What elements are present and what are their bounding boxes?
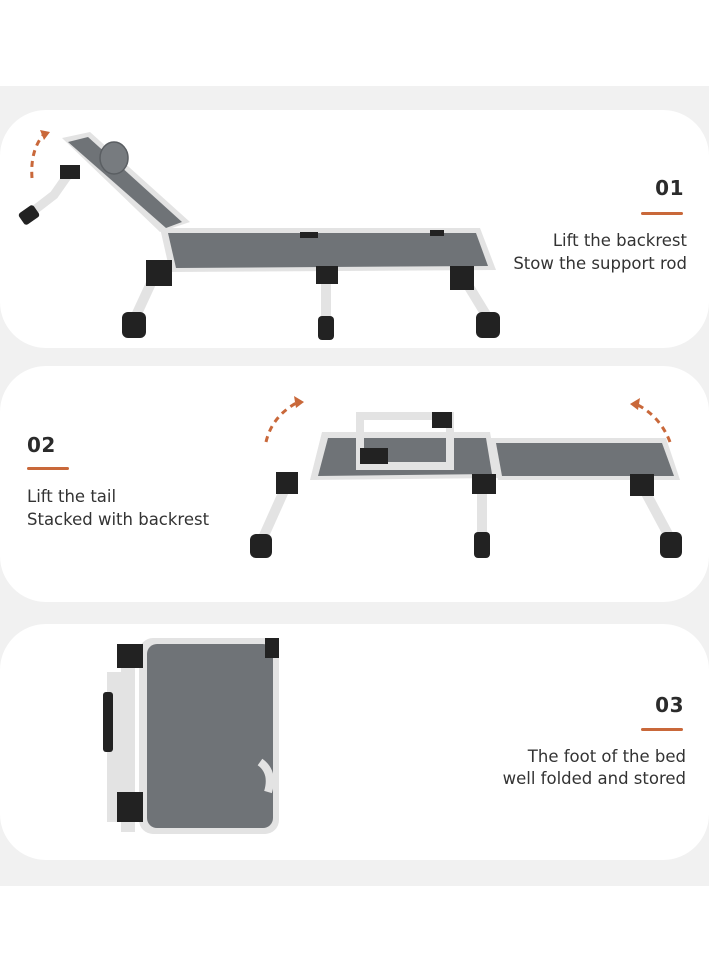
lift-arrow-left-icon bbox=[264, 400, 299, 443]
step-2-caption-line2: Stacked with backrest bbox=[27, 510, 210, 529]
step-3-accent-bar bbox=[641, 728, 683, 731]
step-3-number: 03 bbox=[655, 693, 684, 717]
lift-arrow-icon bbox=[30, 133, 46, 179]
step-2-number: 02 bbox=[27, 433, 56, 457]
step-3-caption-line1: The foot of the bed bbox=[527, 747, 686, 766]
step-2-accent-bar bbox=[27, 467, 69, 470]
step-1-caption-line2: Stow the support rod bbox=[513, 254, 687, 273]
step-2-card bbox=[0, 366, 709, 602]
step-1-accent-bar bbox=[641, 212, 683, 215]
cot-unfolded-illustration bbox=[18, 130, 500, 340]
lift-arrow-right-icon bbox=[635, 402, 672, 443]
cot-folded-illustration bbox=[103, 638, 279, 834]
step-2-caption-line1: Lift the tail bbox=[27, 487, 117, 506]
step-3-caption-line2: well folded and stored bbox=[502, 769, 686, 788]
step-1-caption-line1: Lift the backrest bbox=[552, 231, 687, 250]
step-1-number: 01 bbox=[655, 176, 684, 200]
cot-half-folded-illustration bbox=[250, 396, 682, 558]
